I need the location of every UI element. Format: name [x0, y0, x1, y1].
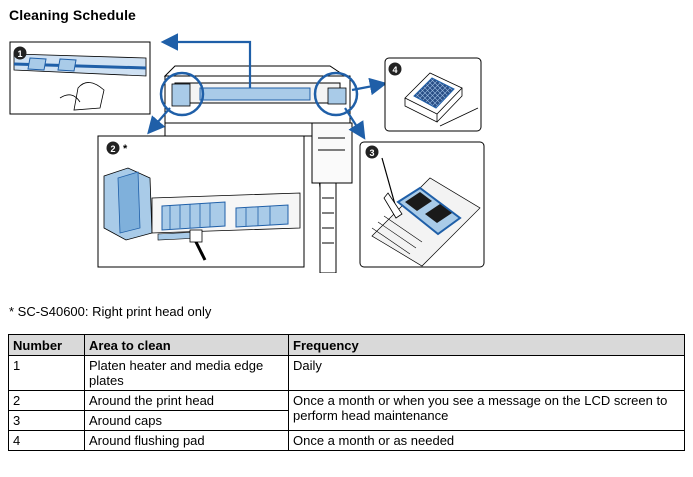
panel-1: [9, 41, 151, 115]
cell-number: 2: [8, 390, 85, 411]
svg-text:2: 2: [110, 144, 115, 154]
cleaning-diagram: 1 2 *: [9, 33, 485, 273]
table-row: 4 Around flushing pad Once a month or as…: [8, 430, 685, 451]
panel-2: [97, 135, 305, 268]
col-header-frequency: Frequency: [288, 334, 685, 356]
footnote: * SC-S40600: Right print head only: [9, 304, 212, 319]
cell-number: 3: [8, 410, 85, 431]
cell-number: 4: [8, 430, 85, 451]
panel-3: [359, 141, 485, 268]
cell-frequency: Daily: [288, 355, 685, 391]
callout-circle-left: [159, 71, 205, 117]
page-title: Cleaning Schedule: [9, 7, 136, 23]
panel-4: [384, 57, 482, 132]
callout-badge-3: 3: [365, 145, 379, 159]
col-header-number: Number: [8, 334, 85, 356]
svg-text:4: 4: [392, 65, 397, 75]
cell-area: Around caps: [84, 410, 289, 431]
cell-area: Around the print head: [84, 390, 289, 411]
callout-arrows: [147, 33, 388, 140]
cell-area: Around flushing pad: [84, 430, 289, 451]
cell-frequency: Once a month or as needed: [288, 430, 685, 451]
cell-area: Platen heater and media edge plates: [84, 355, 289, 391]
svg-text:1: 1: [17, 49, 22, 59]
table-header-row: Number Area to clean Frequency: [8, 334, 685, 356]
table-row: 2 Around the print head Once a month or …: [8, 390, 685, 431]
callout-badge-2: 2: [106, 141, 120, 155]
svg-text:3: 3: [369, 148, 374, 158]
cell-frequency: Once a month or when you see a message o…: [288, 390, 685, 431]
callout-circle-right: [313, 71, 359, 117]
callout-badge-1: 1: [13, 46, 27, 60]
asterisk-mark: *: [123, 143, 128, 155]
col-header-area: Area to clean: [84, 334, 289, 356]
cell-number: 1: [8, 355, 85, 391]
cleaning-schedule-table: Number Area to clean Frequency 1 Platen …: [8, 334, 685, 451]
table-row: 1 Platen heater and media edge plates Da…: [8, 355, 685, 391]
callout-badge-4: 4: [388, 62, 402, 76]
